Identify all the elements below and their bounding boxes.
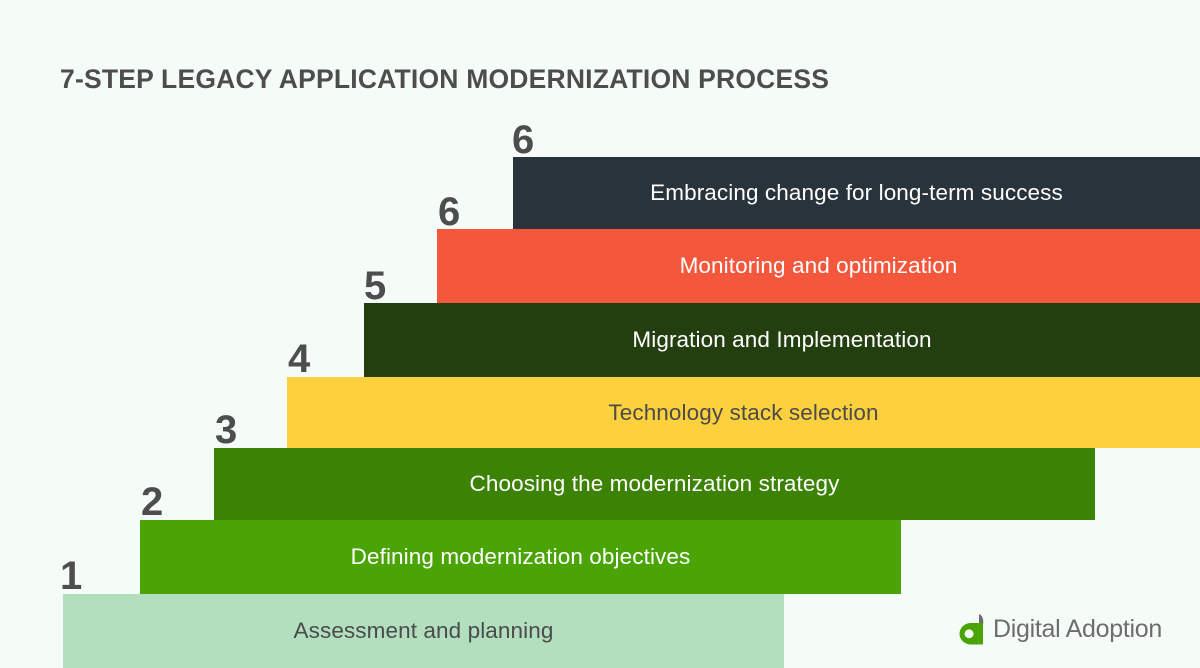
step-bar-7: Embracing change for long-term success — [513, 157, 1200, 229]
step-bar-1: Assessment and planning — [63, 594, 784, 668]
step-bar-5: Migration and Implementation — [364, 303, 1200, 377]
step-number-3: 3 — [215, 408, 237, 452]
step-bar-3: Choosing the modernization strategy — [214, 448, 1095, 520]
step-number-5: 5 — [364, 264, 386, 308]
step-label-2: Defining modernization objectives — [350, 544, 691, 570]
step-bar-6: Monitoring and optimization — [437, 229, 1200, 303]
brand-logo: Digital Adoption — [956, 612, 1162, 646]
step-label-4: Technology stack selection — [608, 399, 879, 425]
step-number-7: 6 — [512, 118, 534, 162]
step-number-1: 1 — [60, 554, 82, 598]
step-label-5: Migration and Implementation — [632, 327, 932, 353]
step-bar-4: Technology stack selection — [287, 377, 1200, 448]
page-title: 7-STEP LEGACY APPLICATION MODERNIZATION … — [60, 64, 830, 94]
step-bar-2: Defining modernization objectives — [140, 520, 901, 594]
step-label-3: Choosing the modernization strategy — [469, 471, 840, 497]
step-label-1: Assessment and planning — [293, 618, 554, 644]
logo-wordmark: Digital Adoption — [993, 614, 1162, 643]
step-number-6: 6 — [438, 190, 460, 234]
step-number-2: 2 — [141, 480, 163, 524]
step-label-7: Embracing change for long-term success — [650, 180, 1063, 206]
step-label-6: Monitoring and optimization — [679, 253, 958, 279]
digital-adoption-logo-icon — [959, 614, 984, 645]
step-number-4: 4 — [288, 337, 310, 381]
